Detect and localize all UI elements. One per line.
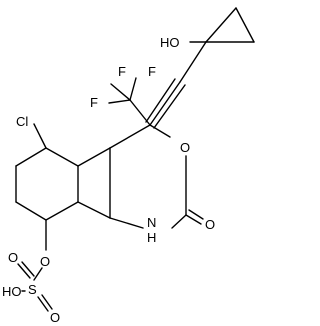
label-fluorine-1: F bbox=[148, 64, 156, 79]
trifluoromethyl-group bbox=[108, 77, 151, 126]
carbonyl-bond bbox=[185, 209, 204, 225]
bond-c-cl bbox=[33, 123, 47, 149]
alkyne-triple-bond bbox=[145, 41, 207, 129]
label-ring-oxygen: O bbox=[180, 140, 190, 155]
label-hydroxyl-top: HO bbox=[160, 35, 180, 50]
label-carbonyl-oxygen: O bbox=[205, 217, 215, 232]
label-ester-oxygen: O bbox=[40, 254, 50, 269]
label-sulfonyl-oxygen-bottom: O bbox=[50, 310, 60, 325]
label-sulfonyl-oxygen-top: O bbox=[8, 250, 18, 265]
oxazinone-ring bbox=[109, 124, 187, 229]
chemical-structure-diagram: HO F F F O O H N bbox=[2, 7, 255, 325]
cyclopropane-ring bbox=[205, 7, 255, 43]
label-sulfur: S bbox=[28, 282, 37, 297]
bond-o-s bbox=[33, 267, 43, 281]
label-chlorine: Cl bbox=[16, 114, 28, 129]
benzene-ring bbox=[15, 147, 111, 221]
label-fluorine-2: F bbox=[118, 64, 126, 79]
label-fluorine-3: F bbox=[90, 95, 98, 110]
label-sulfonic-hydroxyl: HO bbox=[2, 284, 22, 299]
label-nitrogen-h: H bbox=[147, 230, 156, 245]
sulfonyl-double-bonds bbox=[17, 261, 53, 312]
label-nitrogen: N bbox=[147, 215, 156, 230]
